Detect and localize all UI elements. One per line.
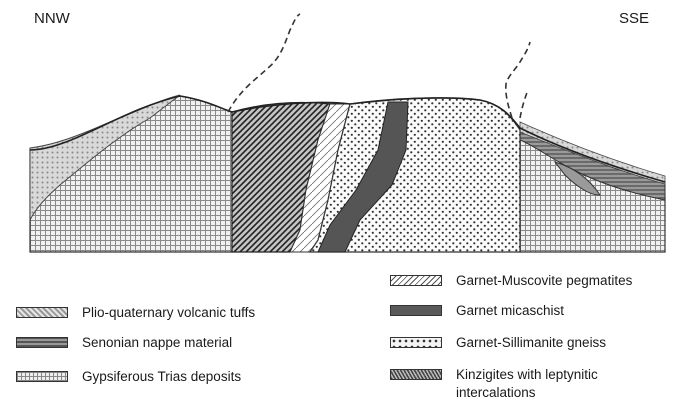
legend-label-micaschist: Garnet micaschist bbox=[456, 302, 564, 320]
legend-label-pegmatite: Garnet-Muscovite pegmatites bbox=[456, 272, 632, 290]
legend-swatch-gneiss bbox=[390, 337, 442, 348]
legend-swatch-kinzigite bbox=[390, 369, 442, 380]
legend-label-nappe: Senonian nappe material bbox=[82, 334, 232, 352]
legend-item-tuffs: Plio-quaternary volcanic tuffs bbox=[16, 304, 255, 322]
legend-swatch-pegmatite bbox=[390, 275, 442, 286]
dashed-structure-right bbox=[506, 42, 530, 118]
legend-item-micaschist: Garnet micaschist bbox=[390, 302, 564, 320]
legend-swatch-tuffs bbox=[16, 307, 68, 318]
legend-item-kinzigite: Kinzigites with leptynitic intercalation… bbox=[390, 366, 598, 402]
legend-item-gneiss: Garnet-Sillimanite gneiss bbox=[390, 334, 606, 352]
legend-label-gneiss: Garnet-Sillimanite gneiss bbox=[456, 334, 606, 352]
legend-item-trias: Gypsiferous Trias deposits bbox=[16, 368, 241, 386]
legend-label-kinzigite: Kinzigites with leptynitic intercalation… bbox=[456, 366, 598, 402]
legend-swatch-trias bbox=[16, 371, 68, 382]
geological-cross-section bbox=[0, 0, 693, 262]
dashed-structure-left bbox=[228, 14, 300, 112]
legend-label-trias: Gypsiferous Trias deposits bbox=[82, 368, 241, 386]
legend-swatch-micaschist bbox=[390, 305, 442, 316]
legend-label-tuffs: Plio-quaternary volcanic tuffs bbox=[82, 304, 255, 322]
direction-label-nnw: NNW bbox=[34, 10, 70, 27]
legend-item-nappe: Senonian nappe material bbox=[16, 334, 232, 352]
direction-label-sse: SSE bbox=[619, 10, 649, 27]
legend-item-pegmatite: Garnet-Muscovite pegmatites bbox=[390, 272, 632, 290]
legend-swatch-nappe bbox=[16, 337, 68, 348]
